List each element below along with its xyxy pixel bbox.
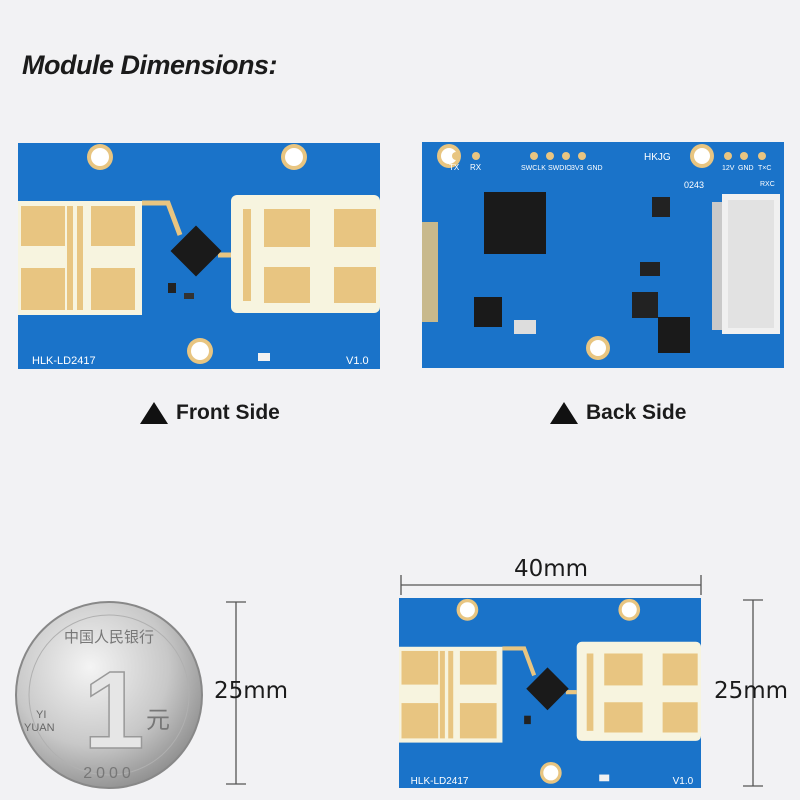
board-width-dimension-line <box>400 575 702 595</box>
brand-label: HKJG <box>644 152 671 163</box>
bottom-model-label: HLK-LD2417 <box>411 776 469 787</box>
coin-year-text: 2000 <box>83 765 135 782</box>
txc-label: T×C <box>758 165 771 172</box>
triangle-icon <box>140 402 168 424</box>
front-version-label: V1.0 <box>346 355 369 367</box>
swdio-label: SWDIO <box>548 165 572 172</box>
board-height-label: 25mm <box>714 678 789 704</box>
front-model-label: HLK-LD2417 <box>32 355 96 367</box>
front-board-image: HLK-LD2417 V1.0 <box>18 143 380 369</box>
coin-yuan-text: YUAN <box>24 722 55 734</box>
tx-label: TX <box>449 163 460 172</box>
coin-numeral: 1 <box>83 649 144 772</box>
v12-label: 12V <box>722 165 735 172</box>
coin-height-dimension-line <box>226 601 246 785</box>
coin-top-text: 中国人民银行 <box>64 629 154 646</box>
coin-yuan-char: 元 <box>146 707 170 734</box>
rx-label: RX <box>470 163 482 172</box>
back-side-caption: Back Side <box>550 401 686 425</box>
front-side-label: Front Side <box>176 401 280 424</box>
swclk-label: SWCLK <box>521 165 546 172</box>
triangle-icon <box>550 402 578 424</box>
code-label: 0243 <box>684 180 704 190</box>
coin-yi-text: YI <box>36 709 46 721</box>
gnd2-label: GND <box>738 165 754 172</box>
bottom-version-label: V1.0 <box>673 776 694 787</box>
v33-label: 3V3 <box>571 165 584 172</box>
board-height-dimension-line <box>743 599 763 787</box>
back-board-image: TX RX SWCLK SWDIO 3V3 GND HKJG 0243 12V … <box>422 142 784 368</box>
gnd-label: GND <box>587 165 603 172</box>
coin-height-label: 25mm <box>214 678 289 704</box>
front-side-caption: Front Side <box>140 401 280 425</box>
coin-image: 中国人民银行 1 YI YUAN 元 2000 <box>15 601 203 789</box>
rxc-label: RXC <box>760 181 775 188</box>
board-width-label: 40mm <box>514 556 589 582</box>
bottom-board-image: HLK-LD2417 V1.0 <box>399 598 701 788</box>
back-side-label: Back Side <box>586 401 687 424</box>
page-title: Module Dimensions: <box>22 50 278 80</box>
